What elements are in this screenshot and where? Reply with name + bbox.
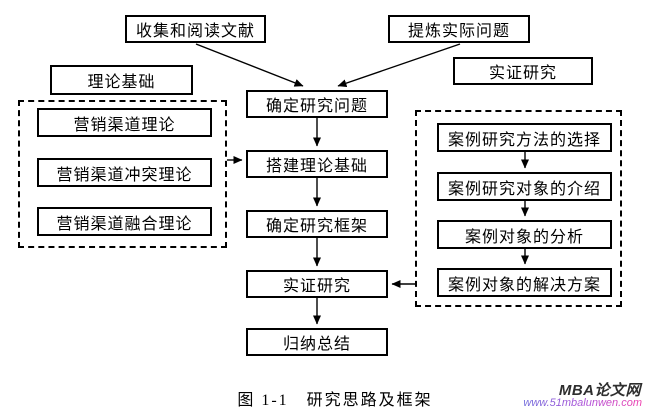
node-channel-integration-theory: 营销渠道融合理论 xyxy=(37,207,212,236)
node-case-object-solution: 案例对象的解决方案 xyxy=(437,268,612,297)
watermark-brand: MBA论文网 xyxy=(558,382,641,399)
case-group-container xyxy=(415,110,622,307)
node-define-question: 确定研究问题 xyxy=(246,90,388,118)
theory-group-container xyxy=(18,100,227,248)
label-empirical-group: 实证研究 xyxy=(453,57,593,85)
watermark-url: www.51mbalunwen.com xyxy=(523,397,642,409)
figure-caption: 图 1-1 研究思路及框架 xyxy=(237,392,433,409)
label-theory-group: 理论基础 xyxy=(50,65,193,95)
arrow-refine-to-question xyxy=(337,43,461,88)
node-collect-literature: 收集和阅读文献 xyxy=(125,15,266,43)
node-case-object-analysis: 案例对象的分析 xyxy=(437,220,612,249)
node-build-theory-base: 搭建理论基础 xyxy=(246,150,388,178)
node-refine-problem: 提炼实际问题 xyxy=(388,15,530,43)
node-marketing-channel-theory: 营销渠道理论 xyxy=(37,108,212,137)
node-define-framework: 确定研究框架 xyxy=(246,210,388,238)
node-summarize: 归纳总结 xyxy=(246,328,388,356)
node-case-object-introduction: 案例研究对象的介绍 xyxy=(437,172,612,201)
node-channel-conflict-theory: 营销渠道冲突理论 xyxy=(37,158,212,187)
arrow-collect-to-question xyxy=(195,43,304,87)
node-empirical-study: 实证研究 xyxy=(246,270,388,298)
node-case-method-selection: 案例研究方法的选择 xyxy=(437,123,612,152)
